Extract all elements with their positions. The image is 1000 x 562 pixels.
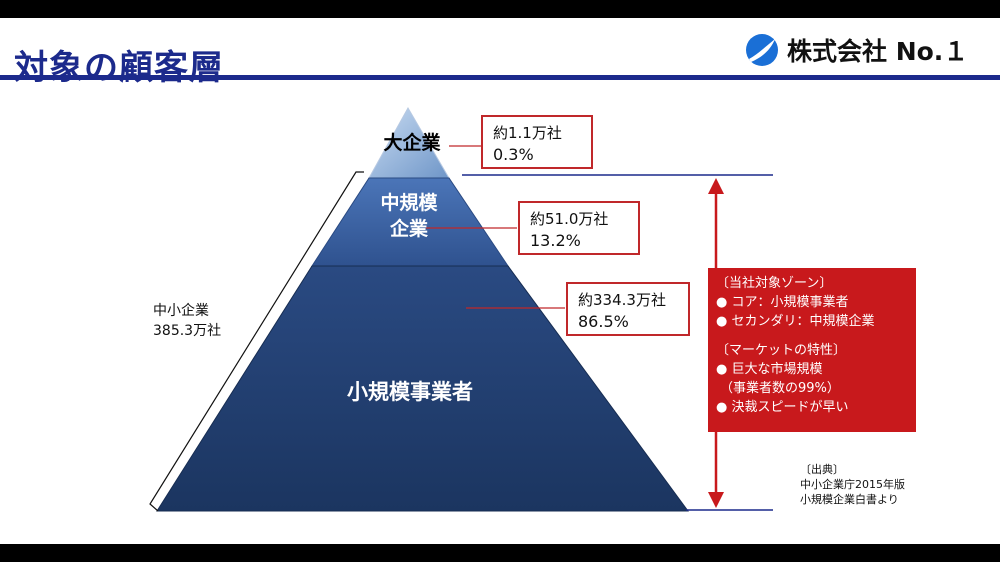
pyramid-diagram: [149, 106, 773, 512]
tier-medium-label-line2: 企業: [389, 218, 428, 240]
slide: 対象の顧客層 株式会社 No.１: [0, 18, 1000, 544]
page-title: 対象の顧客層: [14, 48, 224, 88]
zone-item-speed: ● 決裁スピードが早い: [716, 400, 849, 415]
source-heading: 〔出典〕: [800, 463, 844, 476]
sme-count: 385.3万社: [153, 323, 222, 339]
company-logo: 株式会社 No.１: [745, 32, 968, 68]
wave-logo-icon: [746, 34, 778, 66]
tier-small-label: 小規模事業者: [347, 380, 473, 404]
small-share: 86.5%: [578, 312, 629, 331]
tier-medium-label: 中規模 企業: [369, 190, 449, 242]
sme-label: 中小企業: [153, 303, 209, 319]
tier-small-shape: [156, 265, 689, 512]
title-divider: [0, 75, 1000, 80]
arrow-head-up-icon: [708, 178, 724, 194]
target-zone-box: 〔当社対象ゾーン〕 ● コア：小規模事業者 ● セカンダリ：中規模企業 〔マーケ…: [708, 268, 916, 432]
source-note: 〔出典〕 中小企業庁2015年版 小規模企業白書より: [800, 462, 905, 507]
small-count: 約334.3万社: [578, 291, 666, 309]
tier-medium-label-line1: 中規模: [380, 192, 438, 214]
zone-item-market-share: （事業者数の99%）: [720, 381, 840, 396]
large-count: 約1.1万社: [493, 124, 562, 142]
medium-share: 13.2%: [530, 231, 581, 250]
zone-item-market-size: ● 巨大な市場規模: [716, 362, 823, 377]
zone-item-secondary: ● セカンダリ：中規模企業: [716, 314, 875, 329]
value-box-small: 約334.3万社 86.5%: [566, 282, 690, 336]
zone-item-core: ● コア：小規模事業者: [716, 295, 849, 310]
value-box-large: 約1.1万社 0.3%: [481, 115, 593, 169]
source-line-1: 中小企業庁2015年版: [800, 478, 905, 491]
large-share: 0.3%: [493, 145, 534, 164]
value-box-medium: 約51.0万社 13.2%: [518, 201, 640, 255]
zone-heading-market: 〔マーケットの特性〕: [716, 343, 847, 358]
medium-count: 約51.0万社: [530, 210, 609, 228]
company-name: 株式会社 No.１: [787, 37, 969, 66]
tier-large-label: 大企業: [383, 132, 441, 154]
sme-group-label: 中小企業 385.3万社: [153, 301, 221, 341]
zone-heading-target: 〔当社対象ゾーン〕: [716, 276, 833, 291]
arrow-head-down-icon: [708, 492, 724, 508]
sme-bracket: [149, 171, 364, 512]
source-line-2: 小規模企業白書より: [800, 493, 899, 506]
